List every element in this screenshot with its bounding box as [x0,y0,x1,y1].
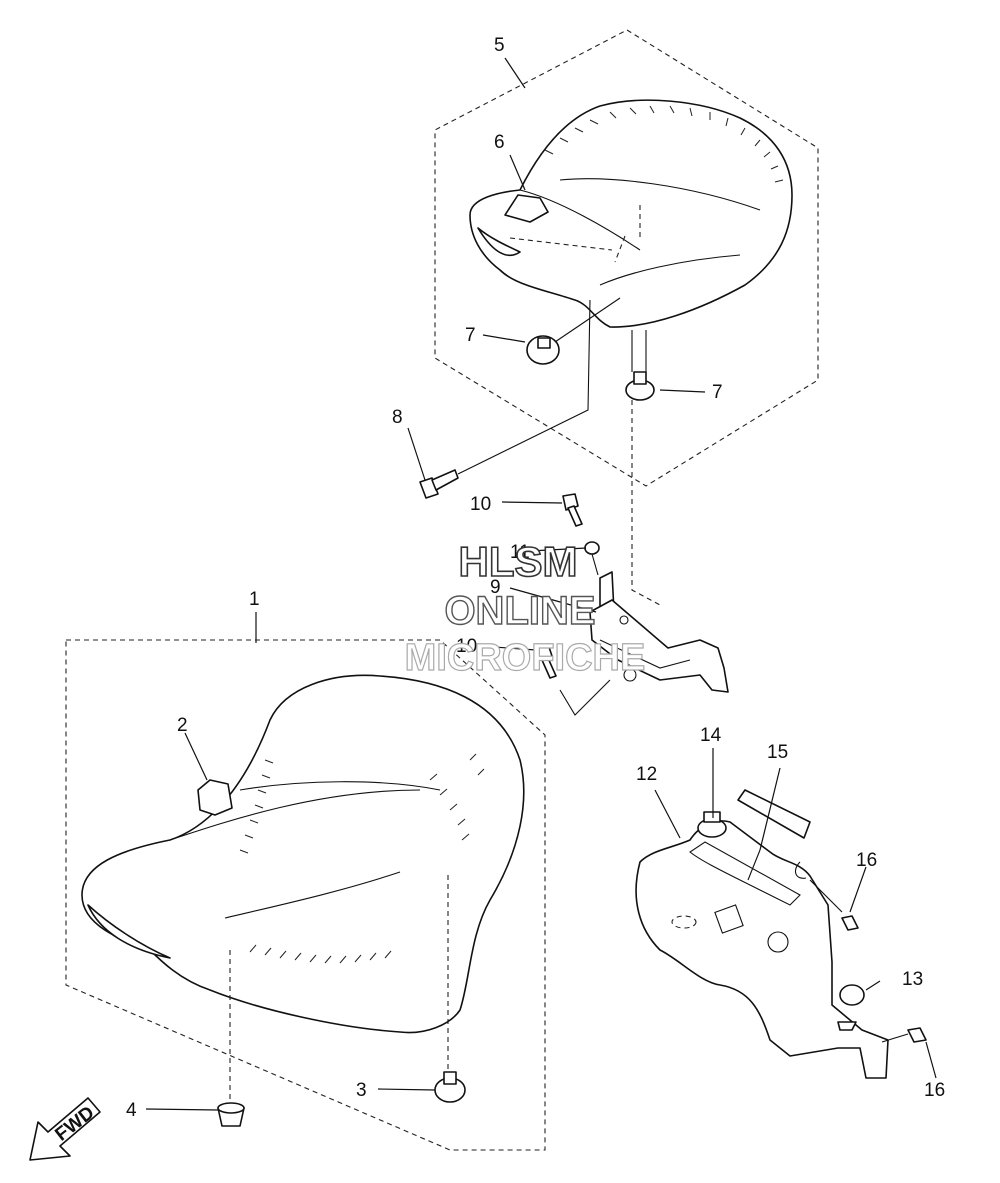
part-label-11: 11 [510,542,530,563]
part-label-16-upper: 16 [856,850,877,871]
watermark: HLSM ONLINE MICROFICHE [404,537,646,679]
damper-left-part7 [526,297,621,365]
part-label-14: 14 [700,725,722,746]
part-label-10-upper: 10 [470,494,491,515]
part-label-5: 5 [494,35,505,56]
rear-seat-illustration [469,99,793,328]
forward-direction-arrow: FWD [29,1097,101,1161]
leader-lines [145,57,937,1111]
part-label-16-lower: 16 [924,1080,945,1101]
damper-part3 [434,1071,466,1103]
part-label-3: 3 [356,1080,367,1101]
part-label-13: 13 [902,969,923,990]
part-label-7-right: 7 [712,382,723,403]
grommet-part4 [217,1102,245,1127]
part-label-1: 1 [249,589,260,610]
damper-right-part7 [625,330,661,606]
part-label-8: 8 [392,407,403,428]
front-seat-dashed-boundary [65,639,546,1151]
part-label-6: 6 [494,132,505,153]
part-label-7-left: 7 [465,325,476,346]
watermark-line-1: HLSM [459,538,578,585]
side-cover-assembly [635,789,927,1079]
watermark-line-3: MICROFICHE [405,637,646,679]
bolt-part8 [419,299,591,499]
watermark-line-2: ONLINE [444,589,595,633]
bracket-assembly [535,493,729,716]
rear-seat-dashed-boundary [434,29,819,487]
part-label-9: 9 [490,577,501,598]
rear-seat-assembly-group [419,29,819,606]
front-seat-illustration [81,674,525,1108]
part-number-labels: 5 6 7 7 8 10 11 9 10 1 2 3 4 12 13 14 15… [126,35,945,1121]
part-label-12: 12 [636,764,657,785]
part-label-2: 2 [177,715,188,736]
front-seat-assembly-group [65,639,546,1151]
part-label-4: 4 [126,1100,137,1121]
part-label-10-lower: 10 [456,636,477,657]
part-label-15: 15 [767,742,788,763]
